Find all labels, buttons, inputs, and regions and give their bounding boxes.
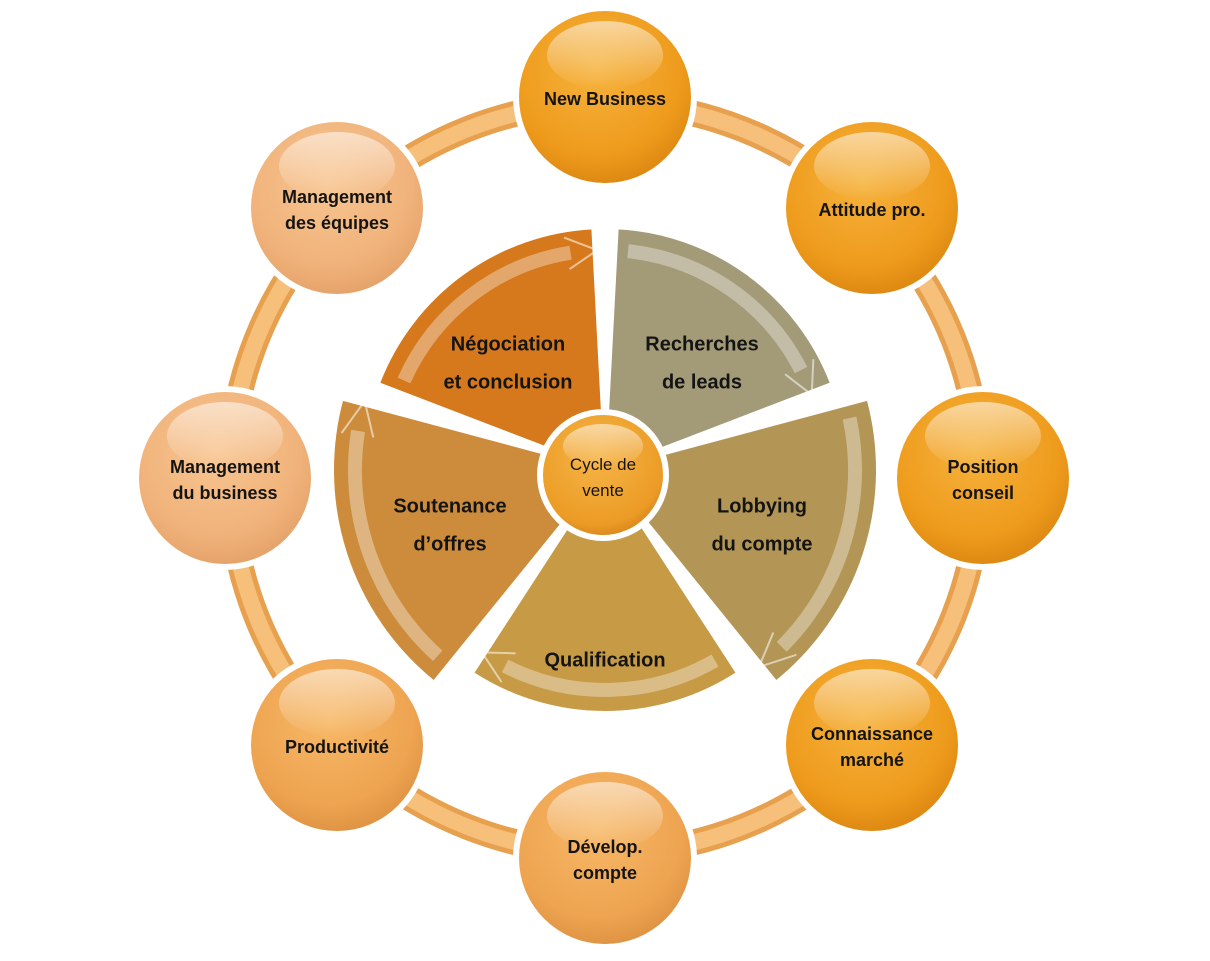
node-productivite-gloss	[279, 669, 395, 737]
sector-lobbying-shape	[630, 398, 878, 683]
node-connaissance-marche-label-line-2: marché	[840, 750, 904, 770]
sector-lobbying: Lobbying du compte	[630, 398, 878, 683]
node-position-conseil: Position conseil	[891, 386, 1075, 570]
sector-soutenance-shape	[332, 398, 580, 683]
sector-qualification-label-line-1: Qualification	[544, 649, 665, 671]
sector-soutenance-label-line-2: d’offres	[413, 533, 486, 555]
sector-negociation-label-line-2: et conclusion	[444, 371, 573, 393]
node-productivite-label-line-1: Productivité	[285, 737, 389, 757]
node-develop-compte-label-line-1: Dévelop.	[567, 837, 642, 857]
sector-lobbying-label-line-1: Lobbying	[717, 495, 807, 517]
node-connaissance-marche-gloss	[814, 669, 930, 737]
node-develop-compte-label-line-2: compte	[573, 863, 637, 883]
node-new-business: New Business	[513, 5, 697, 189]
sector-lobbying-arrowhead-icon	[757, 632, 797, 669]
sector-lobbying-label-line-2: du compte	[711, 533, 812, 555]
node-attitude-pro: Attitude pro.	[780, 116, 964, 300]
inner-cycle: Négociation et conclusion Recherches de lea…	[332, 227, 878, 713]
node-new-business-gloss	[547, 21, 663, 89]
sector-soutenance: Soutenance d’offres	[332, 398, 580, 683]
node-position-conseil-label-line-2: conseil	[952, 483, 1014, 503]
sector-recherches-label-line-1: Recherches	[645, 333, 758, 355]
center-gloss	[563, 424, 643, 468]
node-position-conseil-label-line-1: Position	[948, 457, 1019, 477]
node-develop-compte-gloss	[547, 782, 663, 850]
node-management-equipes-label-line-1: Management	[282, 187, 392, 207]
sector-soutenance-arrow-band	[348, 429, 443, 661]
node-attitude-pro-label-line-1: Attitude pro.	[819, 200, 926, 220]
center-node: Cycle de vente	[537, 409, 669, 541]
sector-recherches: Recherches de leads	[606, 227, 833, 457]
sector-qualification: Qualification	[471, 504, 739, 713]
sector-soutenance-arrowhead-icon	[340, 398, 375, 438]
center-label-line-1: Cycle de	[570, 455, 636, 474]
node-attitude-pro-gloss	[814, 132, 930, 200]
sector-negociation-arrow-band	[397, 245, 572, 384]
sector-recherches-label-line-2: de leads	[662, 371, 742, 393]
node-management-equipes-gloss	[279, 132, 395, 200]
sector-recherches-arrowhead-icon	[784, 359, 815, 397]
node-management-equipes: Management des équipes	[245, 116, 429, 300]
node-management-business-label-line-2: du business	[172, 483, 277, 503]
node-management-business-label-line-1: Management	[170, 457, 280, 477]
node-management-business-gloss	[167, 402, 283, 470]
sector-qualification-arrow-band	[501, 654, 719, 697]
sector-qualification-arrowhead-icon	[480, 651, 516, 683]
node-productivite: Productivité	[245, 653, 429, 837]
node-position-conseil-gloss	[925, 402, 1041, 470]
node-connaissance-marche-label-line-1: Connaissance	[811, 724, 933, 744]
sector-recherches-shape	[606, 227, 833, 457]
sector-soutenance-label-line-1: Soutenance	[393, 495, 506, 517]
sector-lobbying-arrow-band	[776, 416, 862, 652]
sector-negociation: Négociation et conclusion	[377, 227, 604, 457]
center-label-line-2: vente	[582, 481, 624, 500]
node-management-business: Management du business	[133, 386, 317, 570]
sector-qualification-shape	[471, 504, 739, 713]
sector-negociation-shape	[377, 227, 604, 457]
node-develop-compte: Dévelop. compte	[513, 766, 697, 950]
node-new-business-label-line-1: New Business	[544, 89, 666, 109]
sector-negociation-label-line-1: Négociation	[451, 333, 565, 355]
sector-recherches-arrow-band	[627, 244, 808, 374]
node-management-equipes-label-line-2: des équipes	[285, 213, 389, 233]
node-connaissance-marche: Connaissance marché	[780, 653, 964, 837]
sector-negociation-arrowhead-icon	[563, 236, 600, 270]
